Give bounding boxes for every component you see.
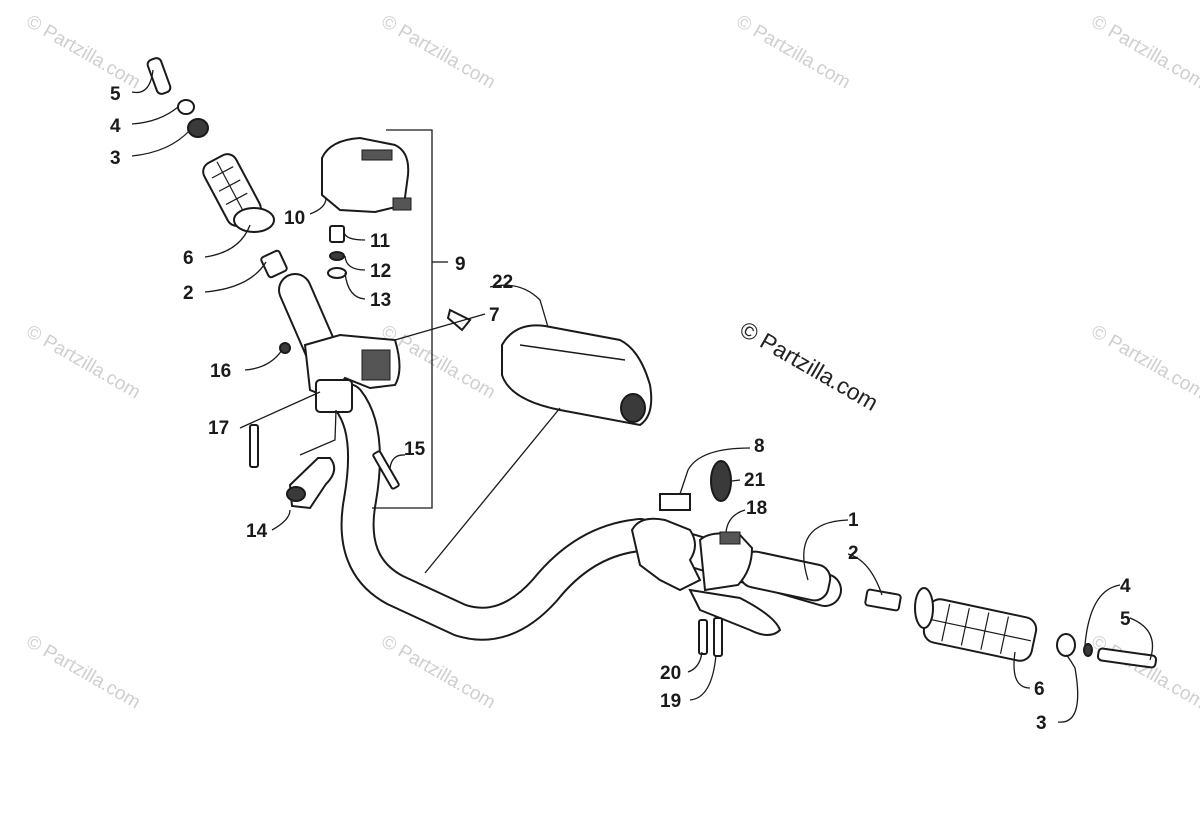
washer-right[interactable] bbox=[1083, 643, 1093, 657]
callout-15: 15 bbox=[404, 439, 426, 460]
callout-1: 1 bbox=[848, 510, 859, 531]
watermark: © Partzilla.com bbox=[23, 631, 144, 713]
leader-lines bbox=[131, 69, 1154, 723]
callout-3-right: 3 bbox=[1036, 713, 1047, 734]
callout-16: 16 bbox=[210, 361, 231, 382]
copyright-mark: © Partzilla.com bbox=[736, 316, 883, 416]
label-8 bbox=[659, 493, 691, 511]
screw-15[interactable] bbox=[372, 450, 400, 490]
screw-17[interactable] bbox=[249, 424, 259, 468]
callout-20: 20 bbox=[660, 663, 681, 684]
washer-13[interactable] bbox=[327, 267, 347, 279]
callout-10: 10 bbox=[284, 208, 305, 229]
group-bracket-9 bbox=[372, 129, 433, 509]
throttle-housing-8[interactable] bbox=[630, 517, 702, 592]
callout-6: 6 bbox=[183, 248, 194, 269]
callout-3: 3 bbox=[110, 148, 121, 169]
watermark: © Partzilla.com bbox=[23, 11, 144, 93]
bar-end-cap-right[interactable] bbox=[1056, 633, 1076, 657]
callout-9: 9 bbox=[455, 254, 466, 275]
bar-end-cap-left[interactable] bbox=[187, 118, 209, 138]
callout-2-right: 2 bbox=[848, 543, 859, 564]
callout-17: 17 bbox=[208, 418, 229, 439]
left-grip-assembly[interactable] bbox=[146, 57, 288, 279]
right-control-assembly[interactable] bbox=[630, 460, 782, 657]
right-grip-assembly[interactable] bbox=[737, 549, 1158, 669]
right-grip[interactable] bbox=[922, 597, 1039, 663]
watermark: © Partzilla.com bbox=[23, 321, 144, 403]
watermark: © Partzilla.com bbox=[1088, 11, 1200, 93]
callout-14: 14 bbox=[246, 521, 268, 542]
screw-11[interactable] bbox=[329, 225, 345, 243]
callout-21: 21 bbox=[744, 470, 766, 491]
callout-5: 5 bbox=[110, 84, 121, 105]
tube-insert-left[interactable] bbox=[260, 249, 288, 279]
clamp-body[interactable] bbox=[315, 379, 353, 413]
watermark: © Partzilla.com bbox=[378, 11, 499, 93]
callout-4: 4 bbox=[110, 116, 121, 137]
watermark: © Partzilla.com bbox=[378, 631, 499, 713]
screw-16[interactable] bbox=[279, 342, 291, 354]
watermark: © Partzilla.com bbox=[733, 11, 854, 93]
bar-end-bolt-right[interactable] bbox=[1096, 647, 1158, 669]
grip-flange-right[interactable] bbox=[914, 587, 934, 629]
callout-8: 8 bbox=[754, 436, 765, 457]
washer-21[interactable] bbox=[710, 460, 732, 502]
screw-19[interactable] bbox=[713, 617, 723, 657]
screw-20[interactable] bbox=[698, 619, 708, 655]
callout-19: 19 bbox=[660, 691, 681, 712]
callout-5-right: 5 bbox=[1120, 609, 1131, 630]
watermark: © Partzilla.com bbox=[1088, 321, 1200, 403]
callout-labels: 5 4 3 6 2 10 11 12 13 9 22 7 16 17 15 14… bbox=[110, 84, 1131, 734]
callout-13: 13 bbox=[370, 290, 391, 311]
callout-22: 22 bbox=[492, 272, 513, 293]
callout-4-right: 4 bbox=[1120, 576, 1131, 597]
callout-7: 7 bbox=[489, 305, 500, 326]
bar-end-bolt-left[interactable] bbox=[146, 57, 172, 96]
tube-insert-right[interactable] bbox=[864, 588, 902, 612]
brake-lever[interactable] bbox=[688, 588, 782, 636]
callout-11: 11 bbox=[370, 231, 391, 252]
callout-12: 12 bbox=[370, 261, 391, 282]
lock-washer-12[interactable] bbox=[329, 251, 345, 261]
callout-2: 2 bbox=[183, 283, 194, 304]
grip-flange-left[interactable] bbox=[233, 207, 275, 233]
washer-left[interactable] bbox=[177, 99, 195, 115]
callout-6-right: 6 bbox=[1034, 679, 1045, 700]
watermark: © Partzilla.com bbox=[1088, 631, 1200, 713]
callout-18: 18 bbox=[746, 498, 767, 519]
brake-master-18[interactable] bbox=[698, 532, 754, 592]
hand-guard-22[interactable] bbox=[501, 324, 653, 427]
left-switch-assembly[interactable] bbox=[249, 136, 472, 510]
decal-7 bbox=[446, 308, 472, 332]
